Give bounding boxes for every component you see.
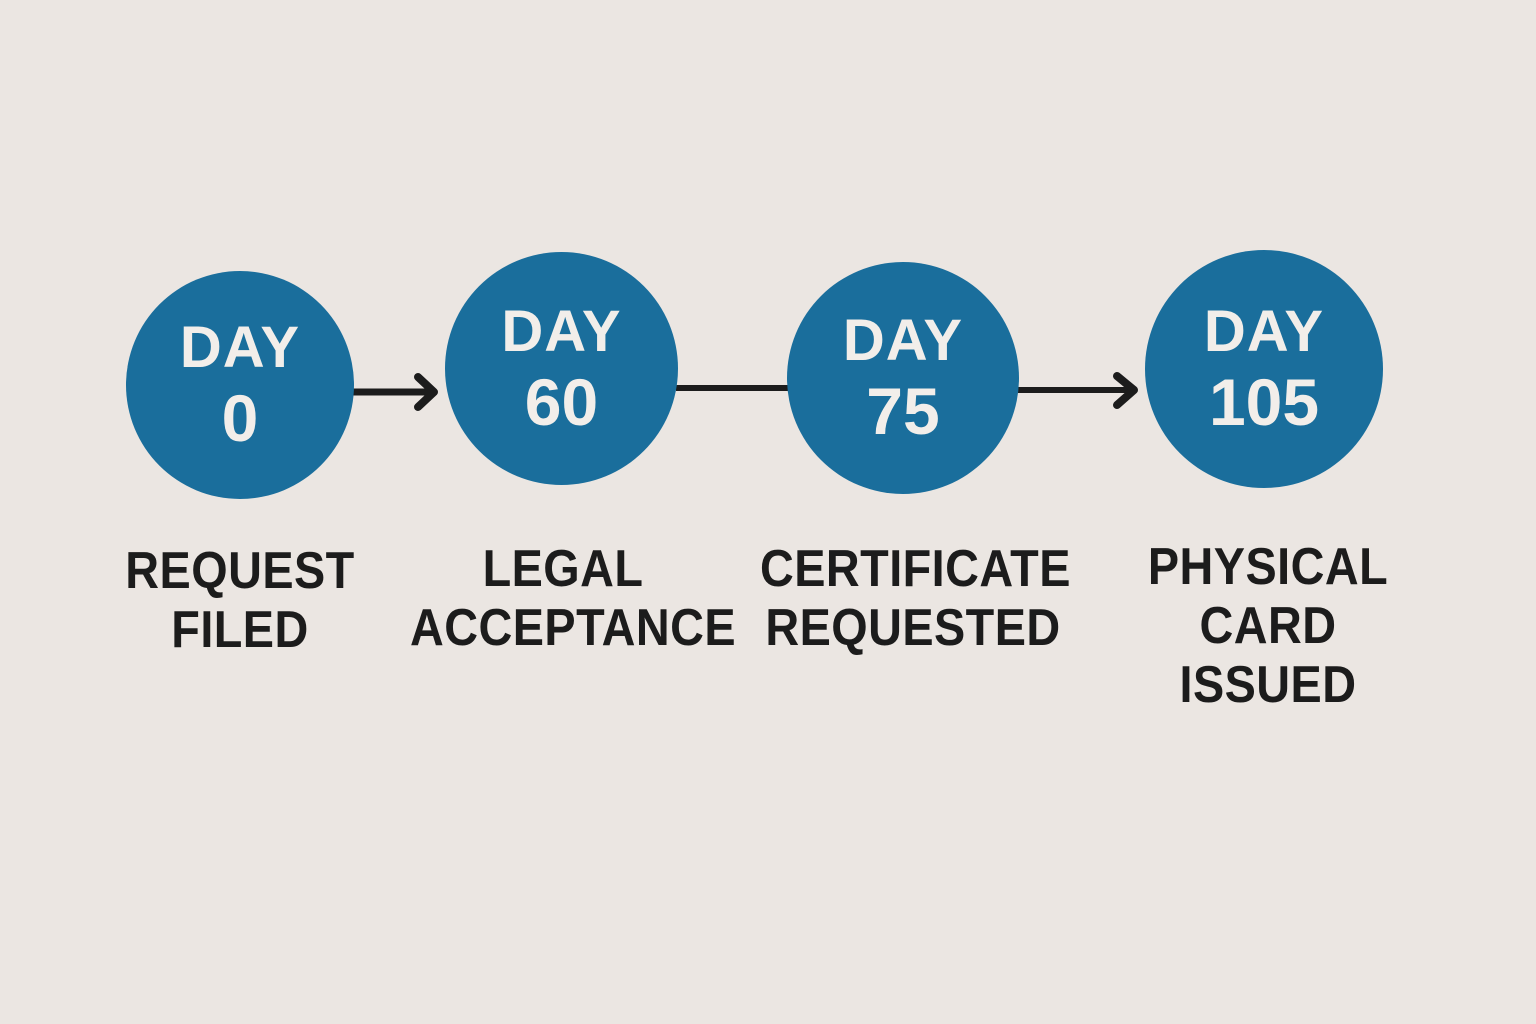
caption-line: LEGAL: [482, 540, 644, 598]
timeline-node-day-0: DAY 0: [126, 271, 354, 499]
caption-line: ISSUED: [1179, 656, 1357, 714]
timeline-node-day-75: DAY 75: [787, 262, 1019, 494]
step-caption-physical-card-issued: PHYSICAL CARD ISSUED: [1115, 538, 1421, 715]
arrow-icon: [1015, 372, 1138, 409]
day-label: DAY: [842, 308, 964, 373]
step-caption-legal-acceptance: LEGAL ACCEPTANCE: [410, 540, 737, 658]
day-label: DAY: [1203, 299, 1325, 364]
arrow-icon: [348, 373, 438, 411]
caption-line: CARD: [1199, 597, 1337, 655]
day-label: DAY: [179, 315, 301, 380]
caption-line: REQUEST: [125, 542, 355, 600]
caption-line: CERTIFICATE: [760, 540, 1071, 598]
caption-line: FILED: [171, 601, 309, 659]
timeline-node-day-105: DAY 105: [1145, 250, 1383, 488]
caption-line: PHYSICAL: [1147, 538, 1389, 596]
caption-line: REQUESTED: [765, 599, 1061, 657]
timeline-node-day-60: DAY 60: [445, 252, 678, 485]
day-label: DAY: [501, 298, 622, 364]
day-number: 75: [866, 374, 940, 448]
day-number: 60: [524, 364, 599, 439]
step-caption-certificate-requested: CERTIFICATE REQUESTED: [760, 540, 1071, 658]
day-number: 0: [221, 381, 259, 455]
day-number: 105: [1208, 365, 1320, 439]
step-caption-request-filed: REQUEST FILED: [87, 542, 393, 660]
caption-line: ACCEPTANCE: [410, 599, 737, 657]
